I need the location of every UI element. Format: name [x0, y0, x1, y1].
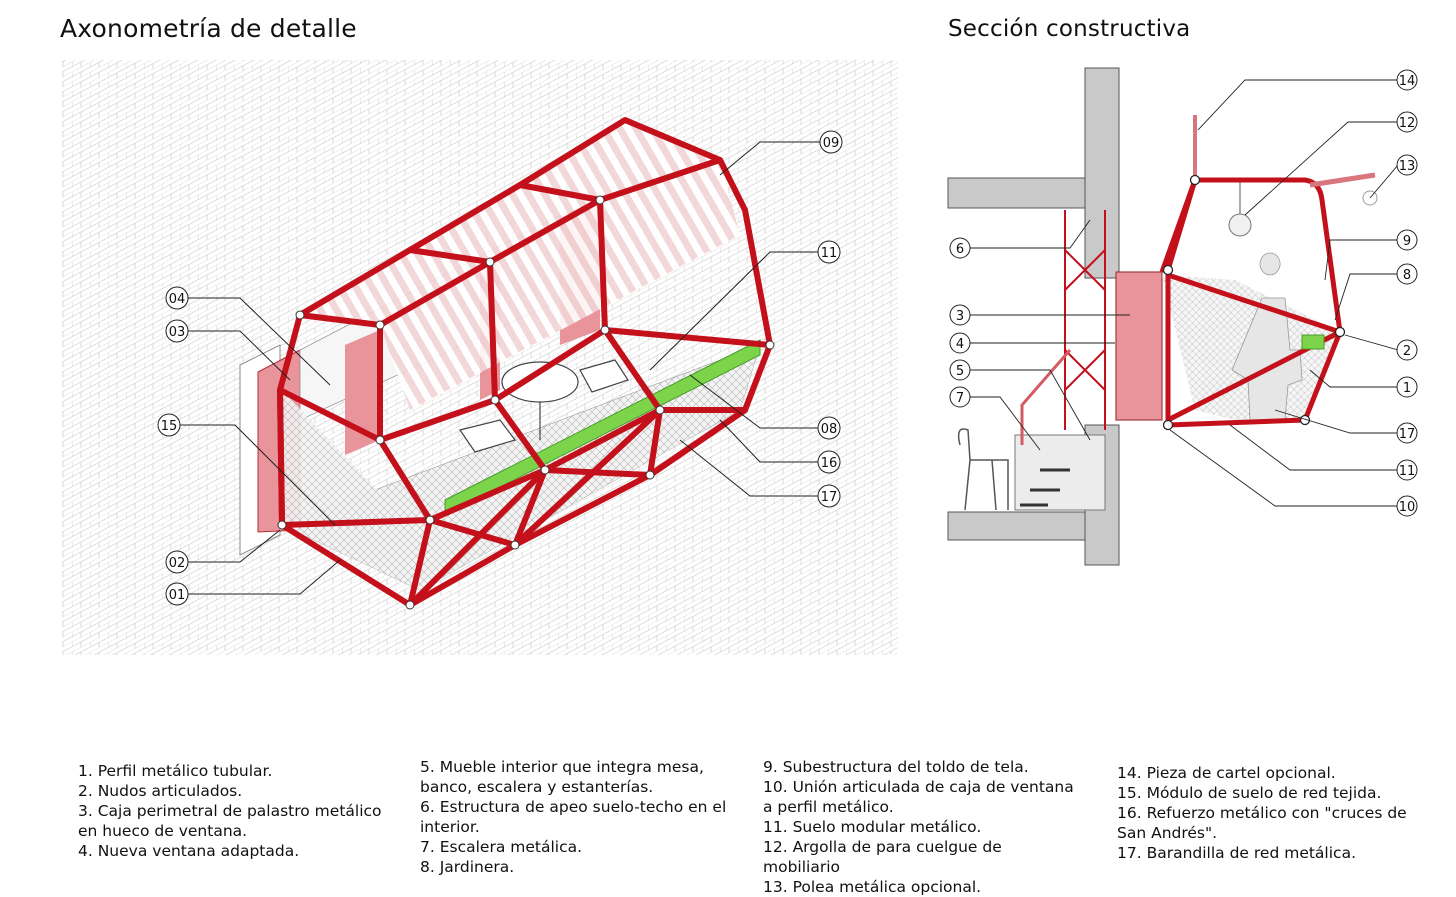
svg-text:17: 17 [821, 490, 838, 505]
legend-item: 5. Mueble interior que integra mesa, ban… [420, 758, 704, 796]
callout-14: 14 [1396, 69, 1418, 91]
chair [957, 428, 1009, 511]
section-drawing: 14 12 13 9 6 8 3 4 2 5 1 7 17 11 10 [947, 67, 1418, 566]
legend-item: 14. Pieza de cartel opcional. [1117, 764, 1336, 782]
section-leaders [970, 79, 1399, 507]
svg-text:04: 04 [169, 292, 186, 307]
legend-item: 10. Unión articulada de caja de ventana … [763, 778, 1074, 816]
awning-substructure [1309, 172, 1376, 188]
legend-item: 12. Argolla de para cuelgue de mobiliari… [763, 838, 1002, 876]
svg-text:10: 10 [1399, 500, 1416, 515]
legend-item: 13. Polea metálica opcional. [763, 878, 982, 896]
tubular-frame [277, 117, 773, 608]
svg-text:7: 7 [956, 391, 964, 406]
legend-item: 1. Perfil metálico tubular. [78, 762, 273, 780]
railing-mesh-front [420, 345, 760, 590]
articulated-nodes [277, 195, 775, 610]
callout-02: 02 [165, 550, 189, 574]
legend-item: 3. Caja perimetral de palastro metálico … [78, 802, 382, 840]
callout-5: 5 [949, 359, 971, 381]
svg-text:5: 5 [956, 364, 964, 379]
legend-item: 6. Estructura de apeo suelo-techo en el … [420, 798, 727, 836]
svg-text:8: 8 [1403, 268, 1411, 283]
stair-rail [1020, 349, 1072, 445]
svg-text:3: 3 [956, 309, 964, 324]
svg-text:03: 03 [169, 325, 186, 340]
svg-text:09: 09 [823, 136, 840, 151]
callout-12: 12 [1396, 111, 1418, 133]
callout-8: 8 [1396, 263, 1418, 285]
callout-03: 03 [165, 319, 189, 343]
svg-text:4: 4 [956, 337, 964, 352]
callout-04: 04 [165, 286, 189, 310]
legend-item: 4. Nueva ventana adaptada. [78, 842, 300, 860]
hanging-ring [1228, 182, 1252, 237]
section-nodes [1162, 174, 1346, 431]
callout-16: 16 [817, 450, 841, 474]
window-box-section [1115, 271, 1163, 421]
legend-item: 17. Barandilla de red metálica. [1117, 844, 1356, 862]
callout-10: 10 [1396, 495, 1418, 517]
legend-column-2: 5. Mueble interior que integra mesa, ban… [420, 757, 730, 877]
railing-mesh [282, 390, 420, 590]
axonometry-drawing: 09 11 04 03 15 08 16 17 02 01 [62, 60, 898, 655]
callout-9: 9 [1396, 229, 1418, 251]
svg-text:17: 17 [1399, 427, 1416, 442]
callout-6: 6 [949, 237, 971, 259]
svg-text:15: 15 [161, 419, 178, 434]
callout-01: 01 [165, 582, 189, 606]
callout-7: 7 [949, 386, 971, 408]
svg-text:1: 1 [1403, 381, 1411, 396]
legend-item: 11. Suelo modular metálico. [763, 818, 982, 836]
svg-text:9: 9 [1403, 234, 1411, 249]
callout-2: 2 [1396, 339, 1418, 361]
callout-08: 08 [817, 416, 841, 440]
legend-column-3: 9. Subestructura del toldo de tela. 10. … [763, 757, 1083, 897]
svg-text:13: 13 [1399, 159, 1416, 174]
svg-text:16: 16 [821, 456, 838, 471]
legend-item: 7. Escalera metálica. [420, 838, 583, 856]
svg-text:08: 08 [821, 422, 838, 437]
planter [444, 339, 761, 516]
interior-furniture [1014, 434, 1106, 511]
interior-stair [1020, 468, 1070, 507]
callout-4: 4 [949, 332, 971, 354]
legend-item: 15. Módulo de suelo de red tejida. [1117, 784, 1382, 802]
legend-item: 8. Jardinera. [420, 858, 515, 876]
callout-09: 09 [819, 130, 843, 154]
svg-text:2: 2 [1403, 344, 1411, 359]
planter-section [1301, 334, 1325, 350]
table-and-chairs [459, 359, 629, 453]
svg-text:11: 11 [821, 246, 838, 261]
svg-text:6: 6 [956, 242, 964, 257]
legend-column-1: 1. Perfil metálico tubular. 2. Nudos art… [78, 761, 388, 861]
callout-17: 17 [817, 484, 841, 508]
callout-17: 17 [1396, 422, 1418, 444]
callout-11: 11 [817, 240, 841, 264]
section-callouts: 14 12 13 9 6 8 3 4 2 5 1 7 17 11 10 [949, 69, 1418, 517]
svg-text:12: 12 [1399, 116, 1416, 131]
callout-13: 13 [1396, 154, 1418, 176]
svg-text:11: 11 [1399, 464, 1416, 479]
axonometry-callouts: 09 11 04 03 15 08 16 17 02 01 [157, 130, 843, 606]
legend-item: 9. Subestructura del toldo de tela. [763, 758, 1029, 776]
svg-text:02: 02 [169, 556, 186, 571]
legend-item: 16. Refuerzo metálico con "cruces de San… [1117, 804, 1407, 842]
callout-1: 1 [1396, 376, 1418, 398]
interior-prop [1064, 210, 1106, 430]
svg-text:01: 01 [169, 588, 186, 603]
section-title: Sección constructiva [948, 16, 1191, 42]
legend-column-4: 14. Pieza de cartel opcional. 15. Módulo… [1117, 763, 1437, 863]
axonometry-leaders [178, 141, 820, 595]
axonometry-title: Axonometría de detalle [60, 14, 357, 43]
callout-11: 11 [1396, 459, 1418, 481]
svg-text:14: 14 [1399, 74, 1416, 89]
callout-3: 3 [949, 304, 971, 326]
legend-item: 2. Nudos articulados. [78, 782, 243, 800]
callout-15: 15 [157, 413, 181, 437]
